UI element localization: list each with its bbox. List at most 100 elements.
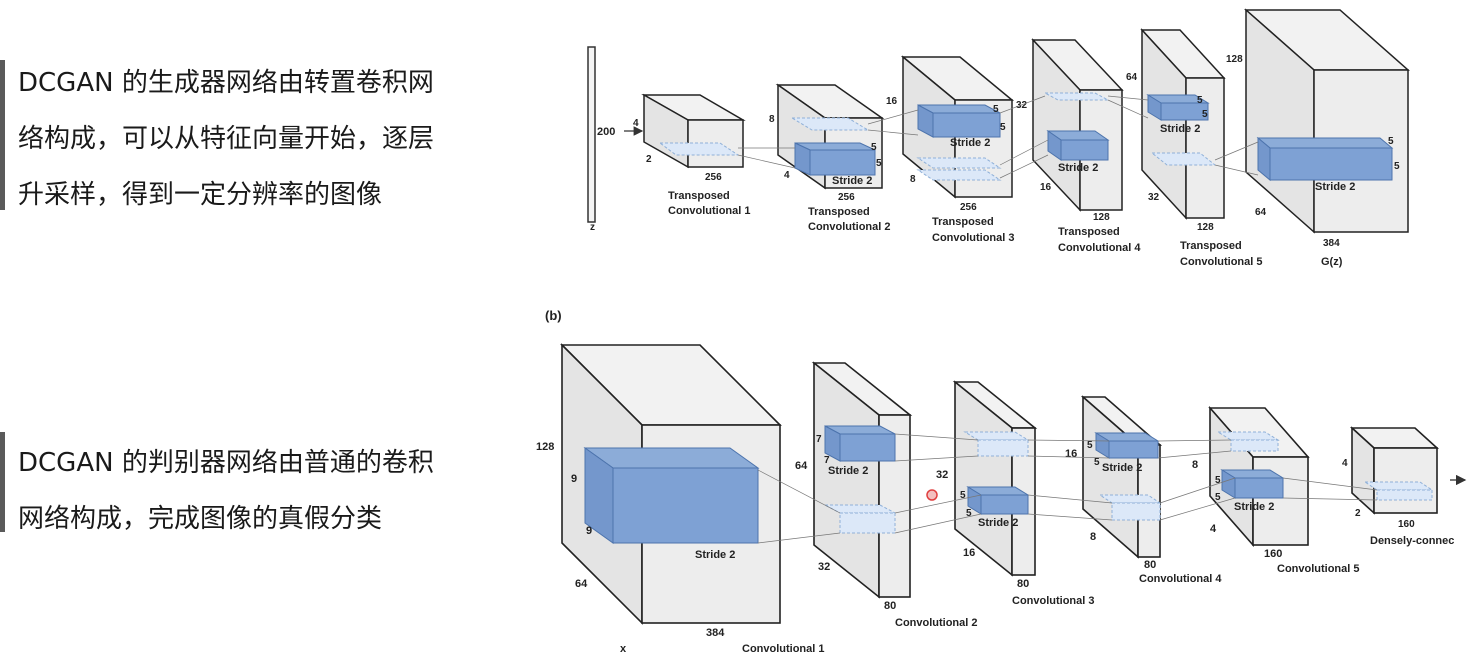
kernel-label: 5: [1388, 136, 1394, 147]
dim-label: 8: [910, 174, 916, 185]
dim-label: 8: [1192, 459, 1198, 471]
layer-caption: Convolutional 1: [742, 643, 825, 655]
text-line: DCGAN 的生成器网络由转置卷积网: [18, 68, 434, 98]
dim-label: 2: [646, 154, 652, 165]
dim-label: 32: [818, 561, 830, 573]
layer-caption: Transposed: [1180, 240, 1242, 252]
discriminator-network: (b) 128 64 384 9 9 Stride 2 x Convolutio…: [536, 308, 1467, 655]
generator-projection-lines: [737, 95, 1259, 179]
generator-network: z 200 4 2 256 Transposed Convolutional 1…: [587, 8, 1410, 268]
kernel-label: 9: [586, 525, 592, 537]
dim-label: 80: [1144, 559, 1156, 571]
disc-layer-1: 128 64 384 9 9 Stride 2 x Convolutional …: [536, 343, 825, 655]
layer-caption: Convolutional 1: [668, 205, 751, 217]
z-label: z: [590, 222, 595, 233]
dim-label: 32: [936, 469, 948, 481]
dim-label: 64: [1126, 72, 1138, 83]
generator-description: DCGAN 的生成器网络由转置卷积网 络构成，可以从特征向量开始，逐层 升采样，…: [18, 55, 508, 223]
layer-caption: Convolutional 5: [1277, 563, 1360, 575]
kernel-label: 5: [1215, 492, 1221, 503]
stride-label: Stride 2: [1160, 123, 1200, 135]
layer-caption: Transposed: [1058, 226, 1120, 238]
dim-label: 256: [838, 192, 855, 203]
text-line: 络构成，可以从特征向量开始，逐层: [18, 124, 435, 154]
dim-label: 160: [1264, 548, 1282, 560]
gen-layer-5: 64 32 128 5 5 Stride 2 Transposed Convol…: [1126, 28, 1263, 268]
layer-caption: Convolutional 3: [1012, 595, 1095, 607]
dim-label: 32: [1016, 100, 1028, 111]
dim-label: 64: [575, 578, 588, 590]
dim-label: 80: [884, 600, 896, 612]
dim-label: 8: [769, 114, 775, 125]
layer-caption: Convolutional 4: [1139, 573, 1222, 585]
dim-label: 64: [1255, 207, 1267, 218]
dim-label: 160: [1398, 519, 1415, 530]
disc-dense-layer: 4 2 160 Densely-connec: [1342, 426, 1467, 547]
dim-label: 80: [1017, 578, 1029, 590]
kernel-label: 5: [1215, 475, 1221, 486]
kernel-label: 5: [1394, 161, 1400, 172]
dim-label: 4: [1342, 458, 1348, 469]
dim-label: 128: [1197, 222, 1214, 233]
pointer-marker: [926, 489, 938, 501]
layer-caption: Transposed: [932, 216, 994, 228]
panel-label: (b): [545, 308, 562, 323]
text-line: 升采样，得到一定分辨率的图像: [18, 180, 383, 210]
gen-output-gz: 128 64 384 5 5 Stride 2 G(z): [1226, 8, 1410, 268]
layer-caption: G(z): [1321, 256, 1343, 268]
stride-label: Stride 2: [1234, 501, 1274, 513]
kernel-label: 5: [1087, 440, 1093, 451]
dim-label: 128: [536, 441, 554, 453]
stride-label: Stride 2: [978, 517, 1018, 529]
stride-label: Stride 2: [695, 549, 735, 561]
stride-label: Stride 2: [950, 137, 990, 149]
stride-label: Stride 2: [832, 175, 872, 187]
accent-bar-bottom: [0, 432, 5, 532]
dim-label: 8: [1090, 531, 1096, 543]
discriminator-description: DCGAN 的判别器网络由普通的卷积 网络构成，完成图像的真假分类: [18, 435, 508, 547]
text-line: 网络构成，完成图像的真假分类: [18, 504, 383, 534]
stride-label: Stride 2: [828, 465, 868, 477]
layer-caption: Convolutional 5: [1180, 256, 1263, 268]
dim-label: 128: [1226, 54, 1243, 65]
input-x-label: x: [620, 643, 627, 655]
layer-caption: Densely-connec: [1370, 535, 1454, 547]
kernel-label: 5: [876, 158, 882, 169]
kernel-label: 5: [871, 142, 877, 153]
kernel-label: 5: [1000, 122, 1006, 133]
kernel-label: 9: [571, 473, 577, 485]
kernel-label: 5: [1094, 457, 1100, 468]
kernel-label: 5: [960, 490, 966, 501]
dim-label: 2: [1355, 508, 1361, 519]
layer-caption: Transposed: [668, 190, 730, 202]
z-vector: [587, 46, 596, 223]
dim-label: 4: [1210, 523, 1217, 535]
disc-layer-5: 8 4 160 5 5 Stride 2 Convolutional 5: [1192, 405, 1360, 575]
dim-label: 256: [960, 202, 977, 213]
dim-label: 16: [963, 547, 975, 559]
dim-label: 16: [1040, 182, 1052, 193]
kernel-label: 5: [966, 508, 972, 519]
dim-label: 4: [633, 118, 639, 129]
disc-layer-4: 16 8 80 5 5 Stride 2 Convolutional 4: [1065, 395, 1222, 585]
disc-layer-2: 64 32 80 7 7 Stride 2 Convolutional 2: [795, 361, 978, 629]
dim-label: 4: [784, 170, 790, 181]
dim-label: 64: [795, 460, 808, 472]
text-line: DCGAN 的判别器网络由普通的卷积: [18, 448, 434, 478]
layer-caption: Convolutional 2: [895, 617, 978, 629]
discriminator-projection-lines: [757, 433, 1378, 544]
gen-layer-1: 4 2 256 Transposed Convolutional 1: [633, 93, 751, 217]
z-size-label: 200: [597, 126, 615, 138]
kernel-label: 7: [824, 455, 830, 466]
dim-label: 256: [705, 172, 722, 183]
stride-label: Stride 2: [1102, 462, 1142, 474]
stride-label: Stride 2: [1315, 181, 1355, 193]
dim-label: 384: [706, 627, 725, 639]
accent-bar-top: [0, 60, 5, 210]
layer-caption: Convolutional 4: [1058, 242, 1141, 254]
kernel-label: 5: [993, 104, 999, 115]
stride-label: Stride 2: [1058, 162, 1098, 174]
dim-label: 32: [1148, 192, 1160, 203]
gen-layer-3: 16 8 256 5 5 Stride 2 Transposed Convolu…: [886, 55, 1015, 244]
